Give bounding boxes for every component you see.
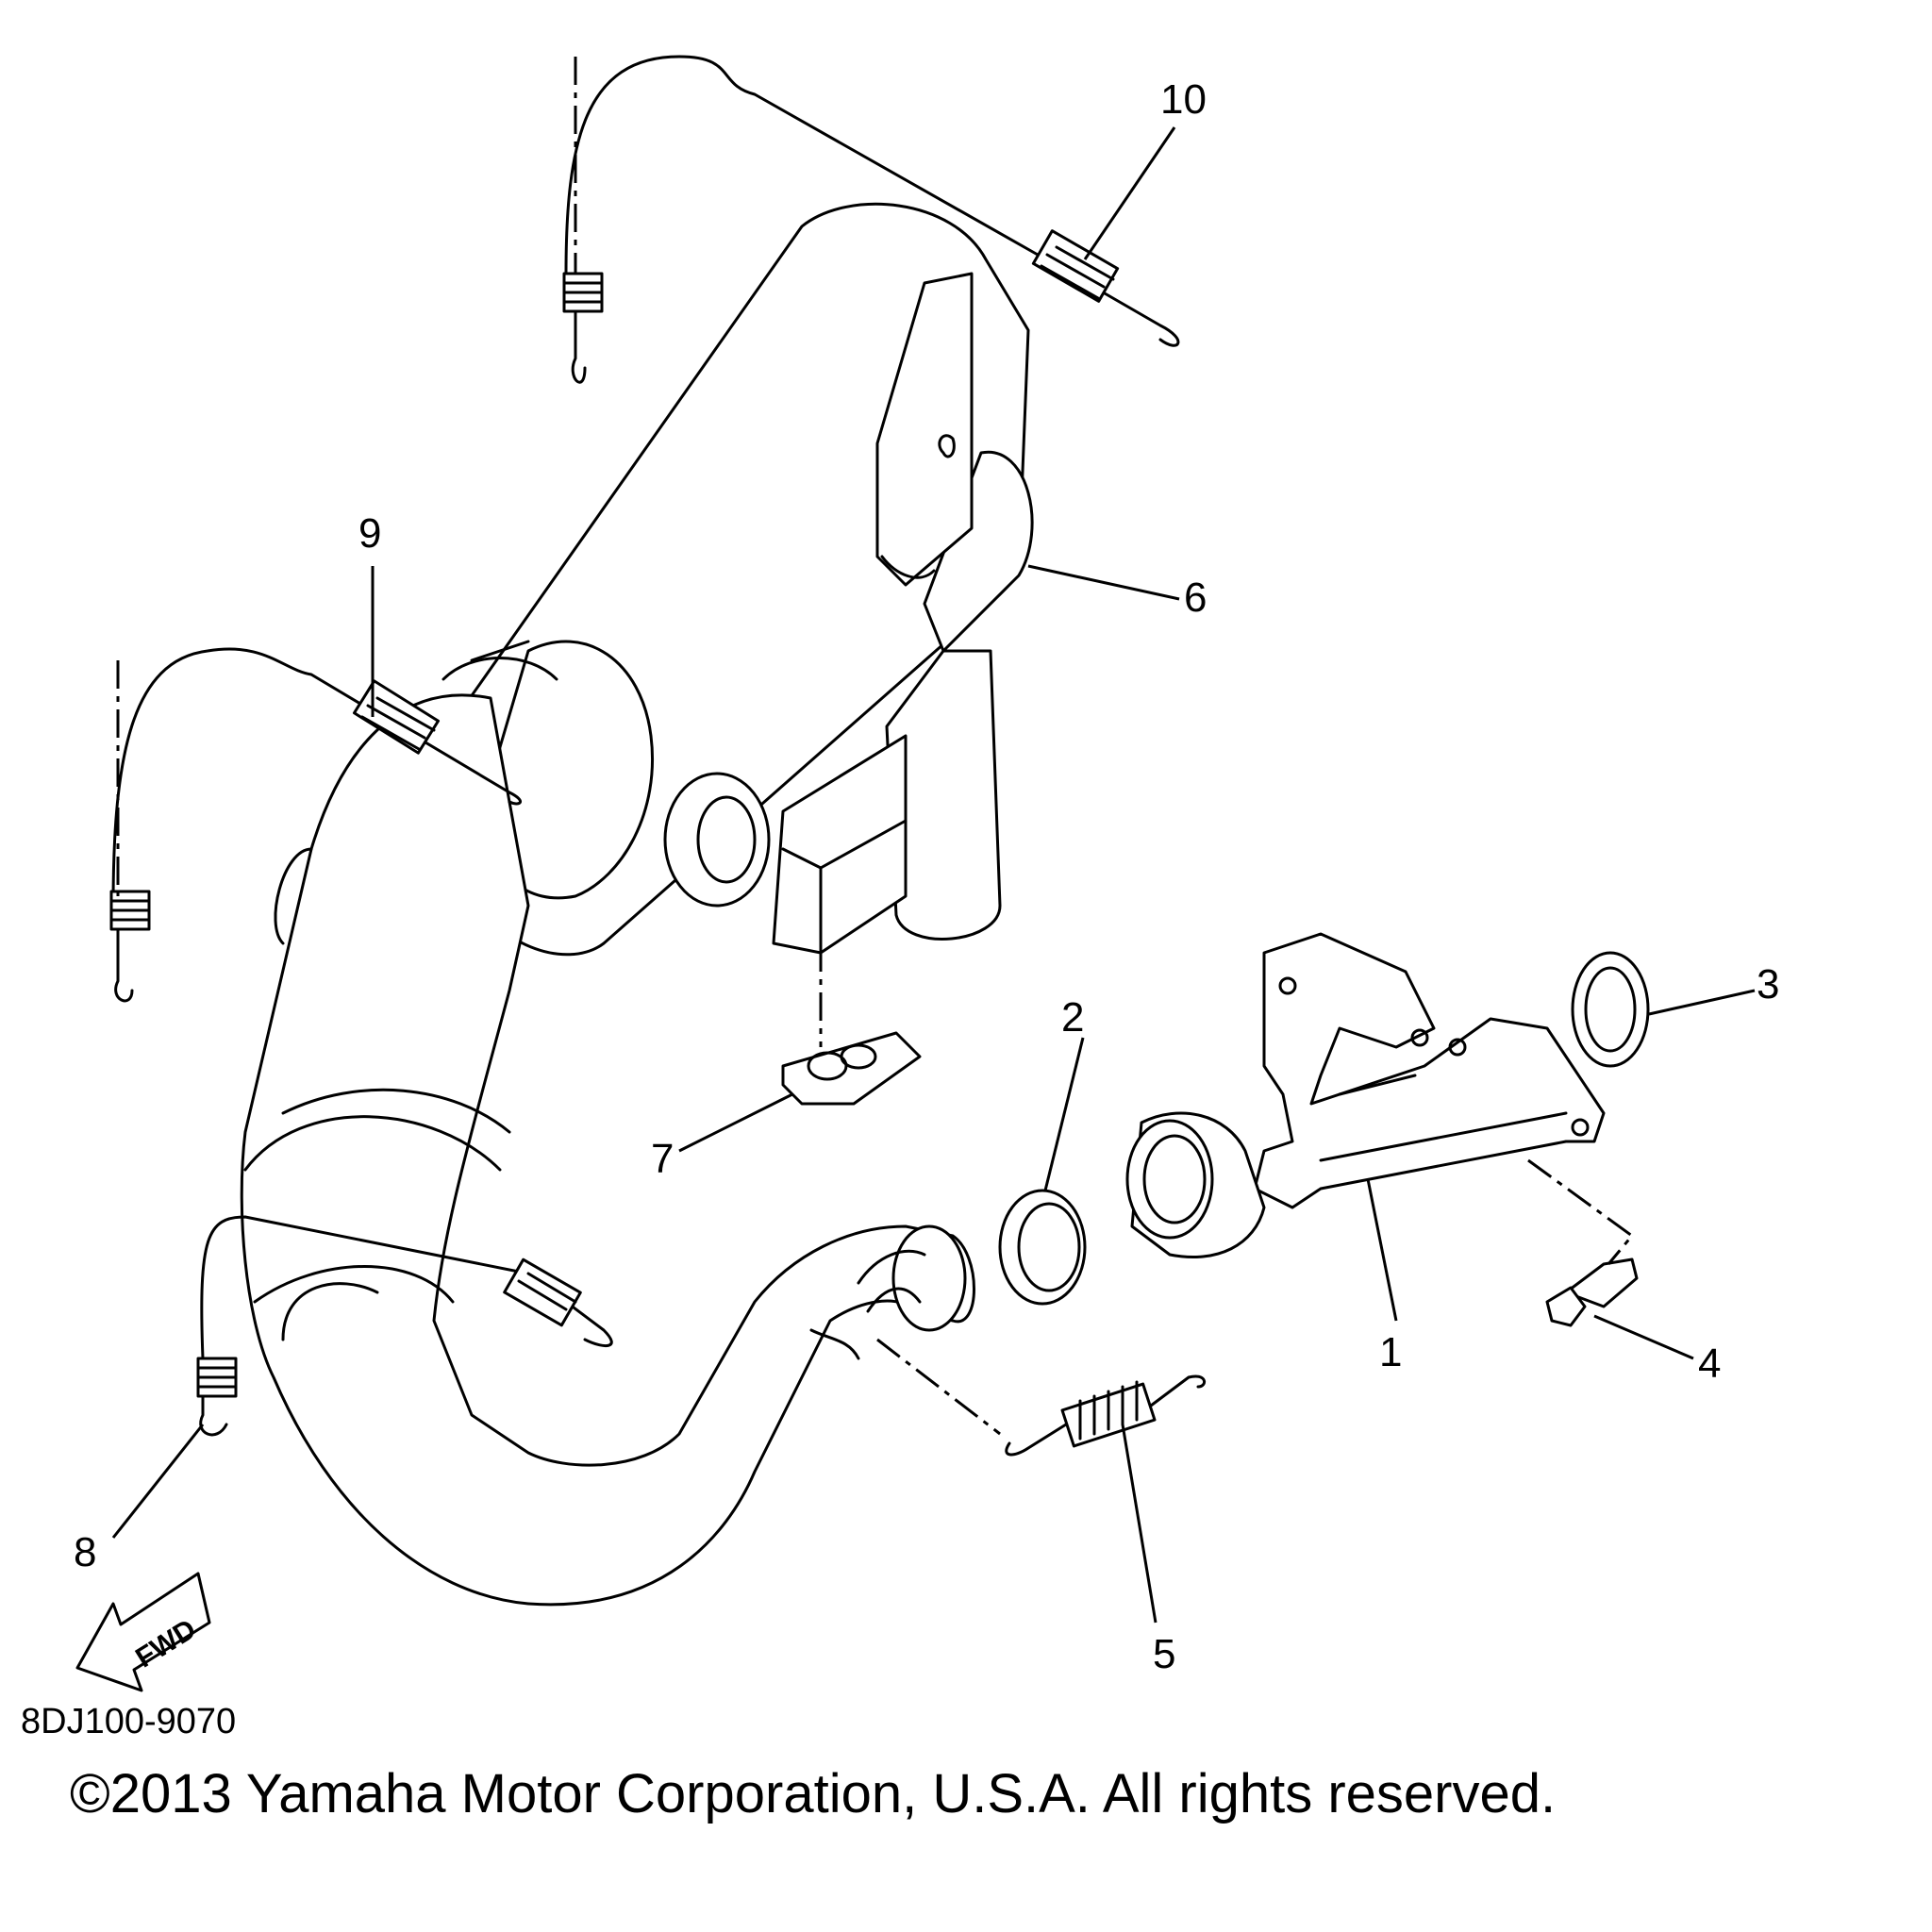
exhaust-manifold: [1125, 932, 1606, 1259]
assembly-lines: [116, 57, 1635, 1436]
exhaust-pipe: [240, 693, 975, 1607]
spring-9: [109, 647, 522, 1003]
copyright-notice: ©2013 Yamaha Motor Corporation, U.S.A. A…: [70, 1763, 1557, 1824]
callout-10: 10: [1160, 76, 1207, 123]
bolt: [1545, 1257, 1639, 1327]
callout-6: 6: [1184, 575, 1207, 621]
callout-2: 2: [1061, 994, 1084, 1041]
diagram-code: 8DJ100-9070: [21, 1702, 237, 1741]
damper: [781, 1031, 922, 1106]
gasket-ring: [998, 1189, 1087, 1306]
fwd-arrow: FWD: [75, 1572, 211, 1692]
spring-10: [562, 55, 1180, 384]
leader-lines: [111, 126, 1756, 1624]
callout-4: 4: [1698, 1341, 1721, 1387]
callout-3: 3: [1757, 961, 1779, 1008]
muffler: [441, 202, 1034, 957]
spring-8: [196, 1215, 613, 1437]
callout-5: 5: [1153, 1631, 1175, 1677]
callout-8: 8: [74, 1529, 96, 1575]
callout-9: 9: [358, 510, 381, 557]
manifold-gasket: [1571, 951, 1650, 1068]
callout-7: 7: [651, 1136, 674, 1182]
spring-5: [1005, 1374, 1206, 1457]
callout-1: 1: [1379, 1329, 1402, 1375]
callout-labels: 1 2 3 4 5 6 7 8 9 10: [74, 76, 1779, 1677]
